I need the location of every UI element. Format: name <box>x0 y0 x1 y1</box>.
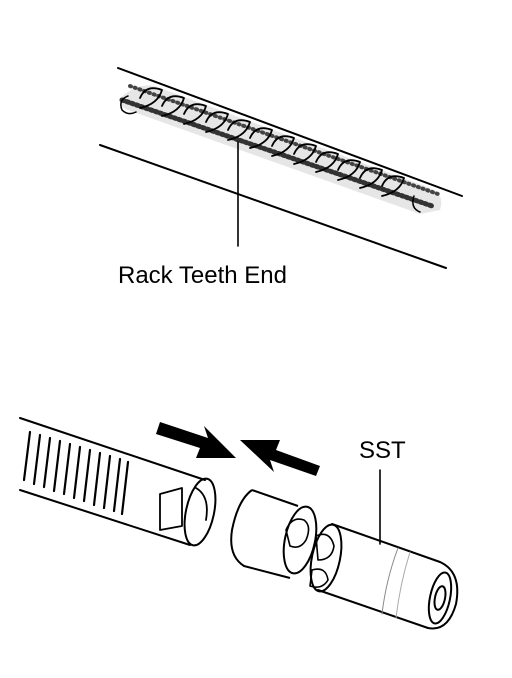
arrow-left-icon <box>240 440 320 476</box>
rack-threads <box>22 430 130 516</box>
rack-upper-edge <box>117 67 463 197</box>
rack-teeth-band <box>119 84 442 215</box>
arrow-right-icon <box>156 422 236 458</box>
rack-teeth-end-label: Rack Teeth End <box>118 262 287 289</box>
sst-tool <box>309 469 459 630</box>
rack-plug <box>230 489 318 579</box>
sst-label: SST <box>359 437 406 464</box>
rack-end-piece <box>19 417 217 547</box>
rack-bar-top-view <box>99 67 463 269</box>
push-arrows <box>156 422 320 476</box>
rack-lower-edge <box>99 144 447 269</box>
